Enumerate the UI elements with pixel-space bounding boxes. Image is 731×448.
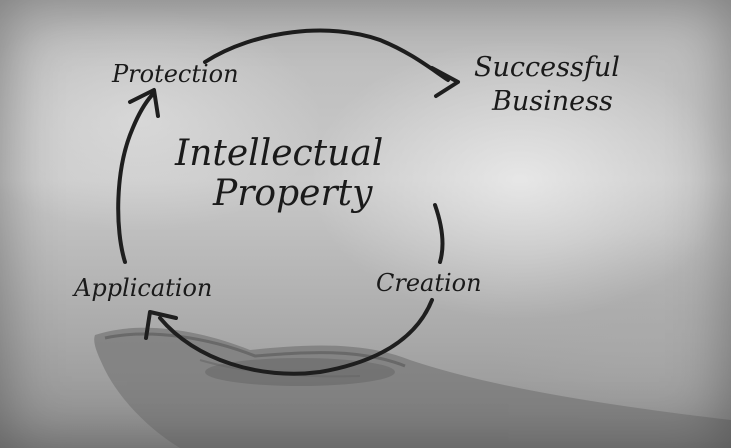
center-title-property: Property — [212, 173, 373, 214]
node-business-label: Business — [491, 86, 613, 117]
arrowhead-business — [430, 66, 460, 98]
node-creation: Creation — [376, 269, 482, 297]
node-application: Application — [72, 274, 212, 302]
arrow-application-to-protection — [116, 93, 154, 264]
arrow-creation-to-application — [158, 298, 434, 376]
arrow-right-to-creation — [433, 203, 445, 264]
arrow-protection-to-business — [203, 28, 450, 82]
node-protection: Protection — [111, 60, 239, 88]
node-successful: Successful — [474, 52, 620, 83]
center-title-intellectual: Intellectual — [174, 133, 383, 174]
arrowhead-protection — [128, 88, 160, 118]
arrowhead-application — [144, 310, 178, 340]
